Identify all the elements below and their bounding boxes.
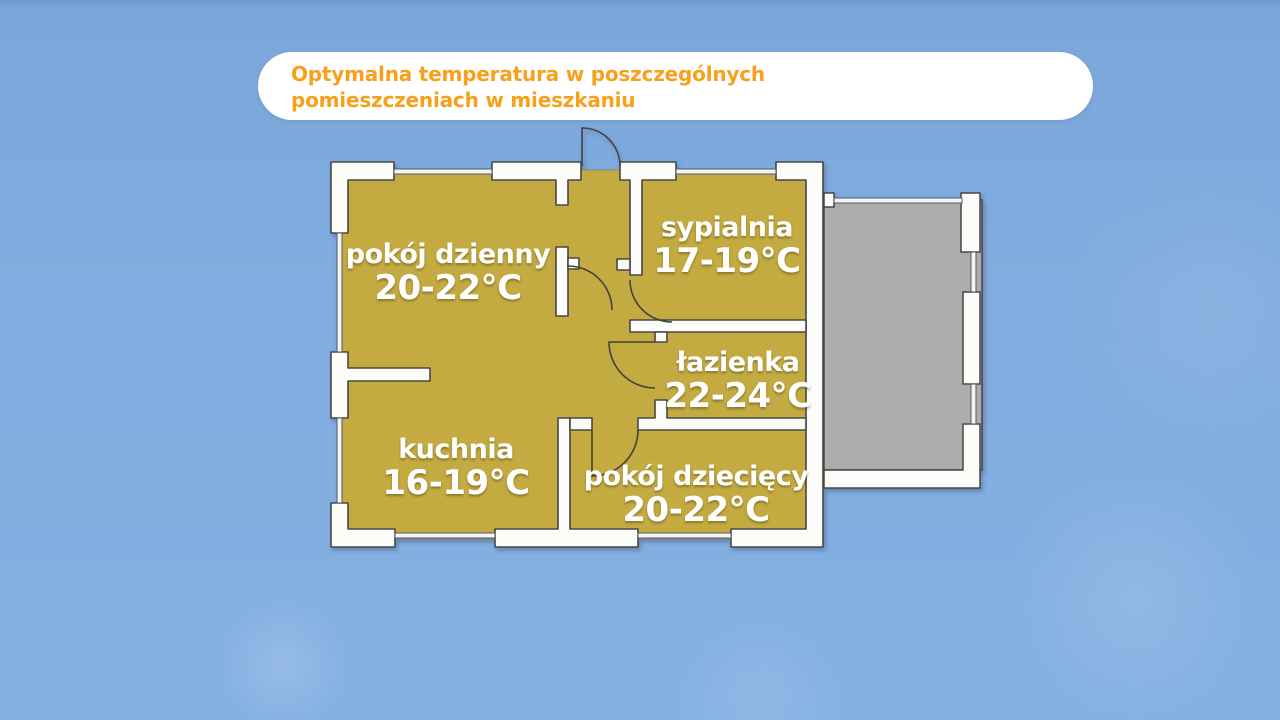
- room-temp: 16-19°C: [382, 463, 530, 503]
- window-top-left: [393, 168, 493, 175]
- wall-top-center: [491, 161, 582, 206]
- room-name: łazienka: [676, 347, 800, 378]
- room-label-pokoj-dzienny: pokój dzienny 20-22°C: [345, 239, 551, 308]
- title-banner: Optymalna temperatura w poszczególnych p…: [258, 52, 1093, 120]
- window-bottom-left: [394, 532, 496, 539]
- wall-sypialnia-bottom: [629, 319, 807, 333]
- terrace-windows: [833, 197, 977, 425]
- wall-right-side: [730, 161, 824, 548]
- room-label-kuchnia: kuchnia 16-19°C: [382, 434, 530, 503]
- doors: [567, 127, 673, 477]
- title-line-2: pomieszczeniach w mieszkaniu: [291, 88, 636, 112]
- wall-bottom-left-corner: [330, 502, 396, 548]
- window-left-lower: [336, 417, 343, 504]
- doorjamb-sypialnia: [616, 258, 631, 271]
- window-bottom-right: [637, 532, 732, 539]
- wall-dzieciecy-top-right: [637, 399, 807, 431]
- doorjamb-dzienny: [567, 257, 580, 270]
- door-dzienny: [567, 265, 613, 311]
- door-dzieciecy: [591, 429, 639, 477]
- wall-lazienka-left-top: [654, 331, 668, 343]
- wall-dzienny-hall: [555, 246, 569, 317]
- door-entrance: [581, 127, 621, 167]
- room-temp: 17-19°C: [653, 241, 801, 281]
- wall-dzieciecy-top-left: [569, 417, 593, 431]
- room-temp: 22-24°C: [664, 376, 812, 416]
- room-label-pokoj-dzieciecy: pokój dziecięcy 20-22°C: [583, 461, 809, 530]
- room-name: pokój dziecięcy: [583, 461, 809, 492]
- apartment-walls: [330, 161, 824, 548]
- room-temp: 20-22°C: [622, 490, 770, 530]
- room-temp: 20-22°C: [374, 268, 522, 308]
- title-text: Optymalna temperatura w poszczególnych p…: [291, 61, 765, 113]
- room-name: sypialnia: [661, 212, 793, 243]
- terrace-floor-area: [823, 199, 983, 471]
- apartment-windows: [336, 168, 777, 539]
- wall-top-left-corner: [330, 161, 395, 234]
- wall-hall-sypialnia: [619, 161, 677, 276]
- room-name: kuchnia: [398, 434, 514, 465]
- terrace-walls: [823, 192, 981, 489]
- door-lazienka: [608, 341, 656, 389]
- title-line-1: Optymalna temperatura w poszczególnych: [291, 62, 765, 86]
- room-label-sypialnia: sypialnia 17-19°C: [653, 212, 801, 281]
- window-top-right: [675, 168, 777, 175]
- window-left-upper: [336, 232, 343, 353]
- room-name: pokój dzienny: [345, 239, 551, 270]
- terrace-annex: [823, 192, 983, 489]
- door-sypialnia: [629, 279, 673, 323]
- room-label-lazienka: łazienka 22-24°C: [664, 347, 812, 416]
